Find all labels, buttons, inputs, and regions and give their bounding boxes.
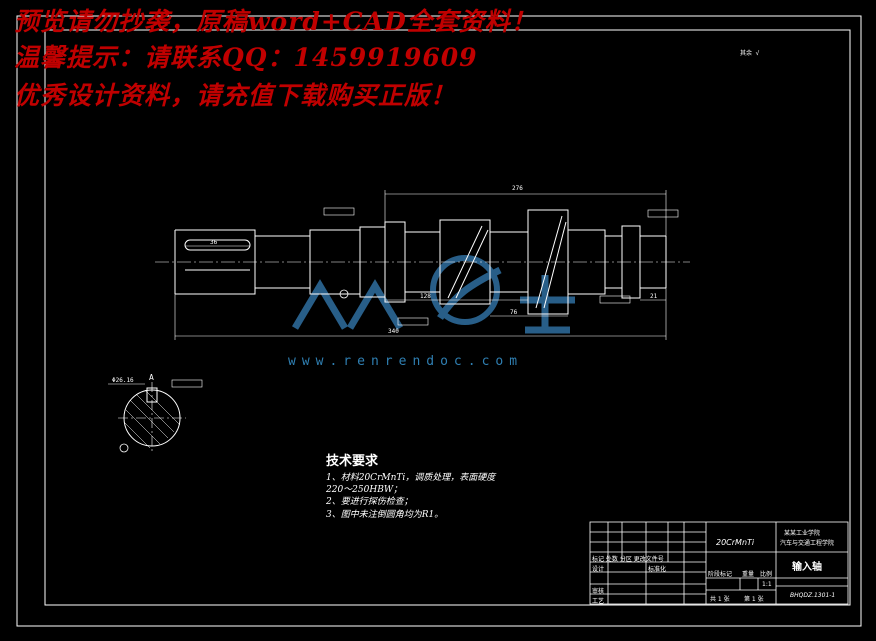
tech-requirements-title: 技术要求 [326, 454, 379, 469]
tb-scale: 比例 [760, 571, 773, 578]
tb-material: 20CrMnTi [716, 538, 755, 547]
dim-overall-top: 276 [512, 185, 523, 192]
dim-mid-b: 76 [510, 309, 518, 316]
watermark-line-3: 优秀设计资料，请充值下载购买正版！ [14, 81, 457, 110]
tb-design: 设计 [592, 566, 605, 573]
shaft-outline [174, 209, 667, 315]
tech-line-4: 3、图中未注倒圆角均为R1。 [326, 510, 444, 520]
tb-stage: 阶段标记 [708, 571, 733, 578]
tech-line-2: 220～250HBW； [326, 485, 403, 495]
section-dim: Φ26.16 [112, 377, 134, 384]
tech-line-3: 2、要进行探伤检查； [326, 497, 413, 507]
title-block [589, 521, 849, 605]
watermark-site: www.renrendoc.com [288, 354, 524, 369]
tech-line-1: 1、材料20CrMnTi，调质处理，表面硬度 [326, 473, 496, 483]
tb-drawing-no: BHQDZ.1301-1 [790, 592, 836, 599]
watermark-line-2: 温馨提示：请联系QQ：1459919609 [14, 43, 478, 72]
tb-headers: 标记 处数 分区 更改文件号 [592, 556, 664, 563]
corner-roughness-note: 其余 √ [740, 49, 760, 57]
tb-sheet-no: 第 1 张 [744, 596, 764, 603]
tb-sheets: 共 1 张 [710, 596, 730, 603]
inner-border [44, 29, 851, 606]
tb-dept: 汽车与交通工程学院 [780, 540, 835, 547]
dimension-lines [174, 190, 679, 340]
outer-border [16, 15, 862, 627]
section-label: A [149, 373, 154, 382]
tb-weight: 重量 [742, 571, 755, 578]
tb-school: 某某工业学院 [784, 530, 821, 537]
tb-scale-value: 1:1 [762, 581, 772, 588]
tb-part-name: 输入轴 [792, 562, 822, 573]
section-view-a [108, 289, 349, 454]
dim-mid-a: 128 [420, 293, 431, 300]
tb-review: 审核 [592, 588, 605, 595]
watermark-line-1: 预览请勿抄袭，原稿word+CAD全套资料！ [14, 7, 537, 36]
renrendoc-logo [291, 255, 575, 334]
tb-process: 工艺 [592, 598, 605, 605]
tb-standard: 标准化 [648, 566, 667, 573]
dim-keyway: 36 [210, 239, 218, 246]
dim-overall-bottom: 340 [388, 328, 399, 335]
dim-right: 21 [650, 293, 658, 300]
